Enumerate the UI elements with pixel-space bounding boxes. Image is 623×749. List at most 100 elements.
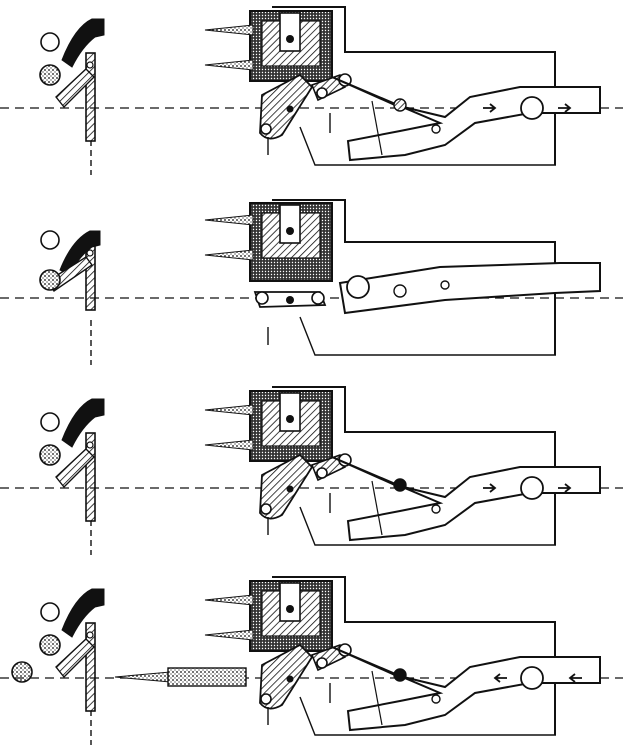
block-pin — [286, 605, 294, 613]
side-linkage — [55, 68, 95, 109]
side-ball-white — [40, 412, 60, 432]
tick-diag — [371, 670, 383, 726]
panel-3 — [0, 386, 623, 555]
long-arm-1 — [331, 76, 601, 162]
lever-1 — [259, 73, 352, 140]
lever-pivot-right — [311, 291, 325, 305]
side-view-1 — [39, 18, 105, 175]
lever-4 — [259, 643, 352, 710]
cartridge-lower — [204, 439, 254, 451]
side-hook-arm — [61, 398, 105, 448]
arm-body — [331, 646, 601, 732]
lever-center-dot — [286, 675, 294, 683]
lever-center-dot — [286, 105, 294, 113]
side-ball-white — [40, 230, 60, 250]
arm-ball — [520, 96, 544, 120]
block-pin — [286, 415, 294, 423]
side-hook-arm — [61, 18, 105, 68]
lever-body — [259, 643, 314, 710]
long-arm-3 — [331, 456, 601, 542]
frame-lower-edge — [299, 696, 556, 736]
block-pin — [286, 35, 294, 43]
cartridge-upper — [204, 594, 254, 606]
side-rod — [85, 432, 96, 522]
arm-hole — [431, 504, 441, 514]
center-mark — [393, 668, 407, 682]
cartridge-lower — [204, 249, 254, 261]
panel-4 — [0, 576, 623, 745]
arm-ball — [520, 666, 544, 690]
ejected-ball — [11, 661, 33, 683]
center-mark — [393, 478, 407, 492]
frame-lower-edge — [299, 506, 556, 546]
arm-body — [338, 262, 601, 315]
side-rod — [85, 622, 96, 712]
link-pivot — [316, 87, 328, 99]
side-ball-white — [40, 32, 60, 52]
cartridge-lower — [204, 59, 254, 71]
tick-diag — [371, 100, 383, 156]
arm-hole — [431, 694, 441, 704]
arm-ball — [346, 275, 370, 299]
side-pivot — [86, 249, 94, 257]
arm-body — [331, 456, 601, 542]
bolt-block-3 — [249, 390, 333, 462]
frame-lower-edge — [299, 126, 556, 166]
side-view-3 — [39, 398, 105, 555]
motion-arrow-2 — [558, 103, 572, 113]
arm-hole — [440, 280, 450, 290]
lever-body — [259, 73, 314, 140]
lever-body — [259, 453, 314, 520]
lever-center-dot — [286, 485, 294, 493]
cartridge-lower — [204, 629, 254, 641]
block-slot — [279, 582, 301, 622]
ejected-cartridge-tip — [114, 671, 171, 683]
side-ball-stippled — [39, 269, 61, 291]
panel-2 — [0, 199, 623, 365]
bolt-block-1 — [249, 10, 333, 82]
motion-arrow-1 — [493, 673, 507, 683]
side-pivot — [86, 631, 94, 639]
side-pivot — [86, 61, 94, 69]
block-slot — [279, 392, 301, 432]
link-pivot — [316, 657, 328, 669]
side-view-4 — [11, 588, 105, 745]
lever-3 — [259, 453, 352, 520]
arm-hole — [431, 124, 441, 134]
side-ball-stippled — [39, 634, 61, 656]
side-view-2 — [39, 230, 101, 365]
side-ball-stippled — [39, 444, 61, 466]
link-pivot — [316, 467, 328, 479]
side-rod — [85, 52, 96, 142]
lever-pivot-left — [255, 291, 269, 305]
motion-arrow-2 — [558, 483, 572, 493]
lever-center-dot — [286, 296, 294, 304]
cartridge-upper — [204, 404, 254, 416]
long-arm-4 — [331, 646, 601, 732]
lever-lower-hole — [260, 693, 272, 705]
motion-arrow-2 — [568, 673, 582, 683]
motion-arrow-1 — [483, 103, 497, 113]
motion-arrow-1 — [483, 483, 497, 493]
block-slot — [279, 12, 301, 52]
center-mark — [393, 98, 407, 112]
block-slot — [279, 204, 301, 244]
center-mark — [393, 284, 407, 298]
cartridge-upper — [204, 214, 254, 226]
side-pivot — [86, 441, 94, 449]
side-hook-arm — [61, 588, 105, 638]
tick-diag — [371, 480, 383, 536]
long-arm-2 — [338, 262, 601, 315]
side-ball-white — [40, 602, 60, 622]
lever-lower-hole — [260, 123, 272, 135]
panel-1 — [0, 6, 623, 175]
bolt-block-2 — [249, 202, 333, 282]
lever-2 — [253, 291, 327, 308]
arm-body — [331, 76, 601, 162]
ejected-cartridge-case — [167, 667, 247, 687]
cartridge-upper — [204, 24, 254, 36]
arm-ball — [520, 476, 544, 500]
block-pin — [286, 227, 294, 235]
